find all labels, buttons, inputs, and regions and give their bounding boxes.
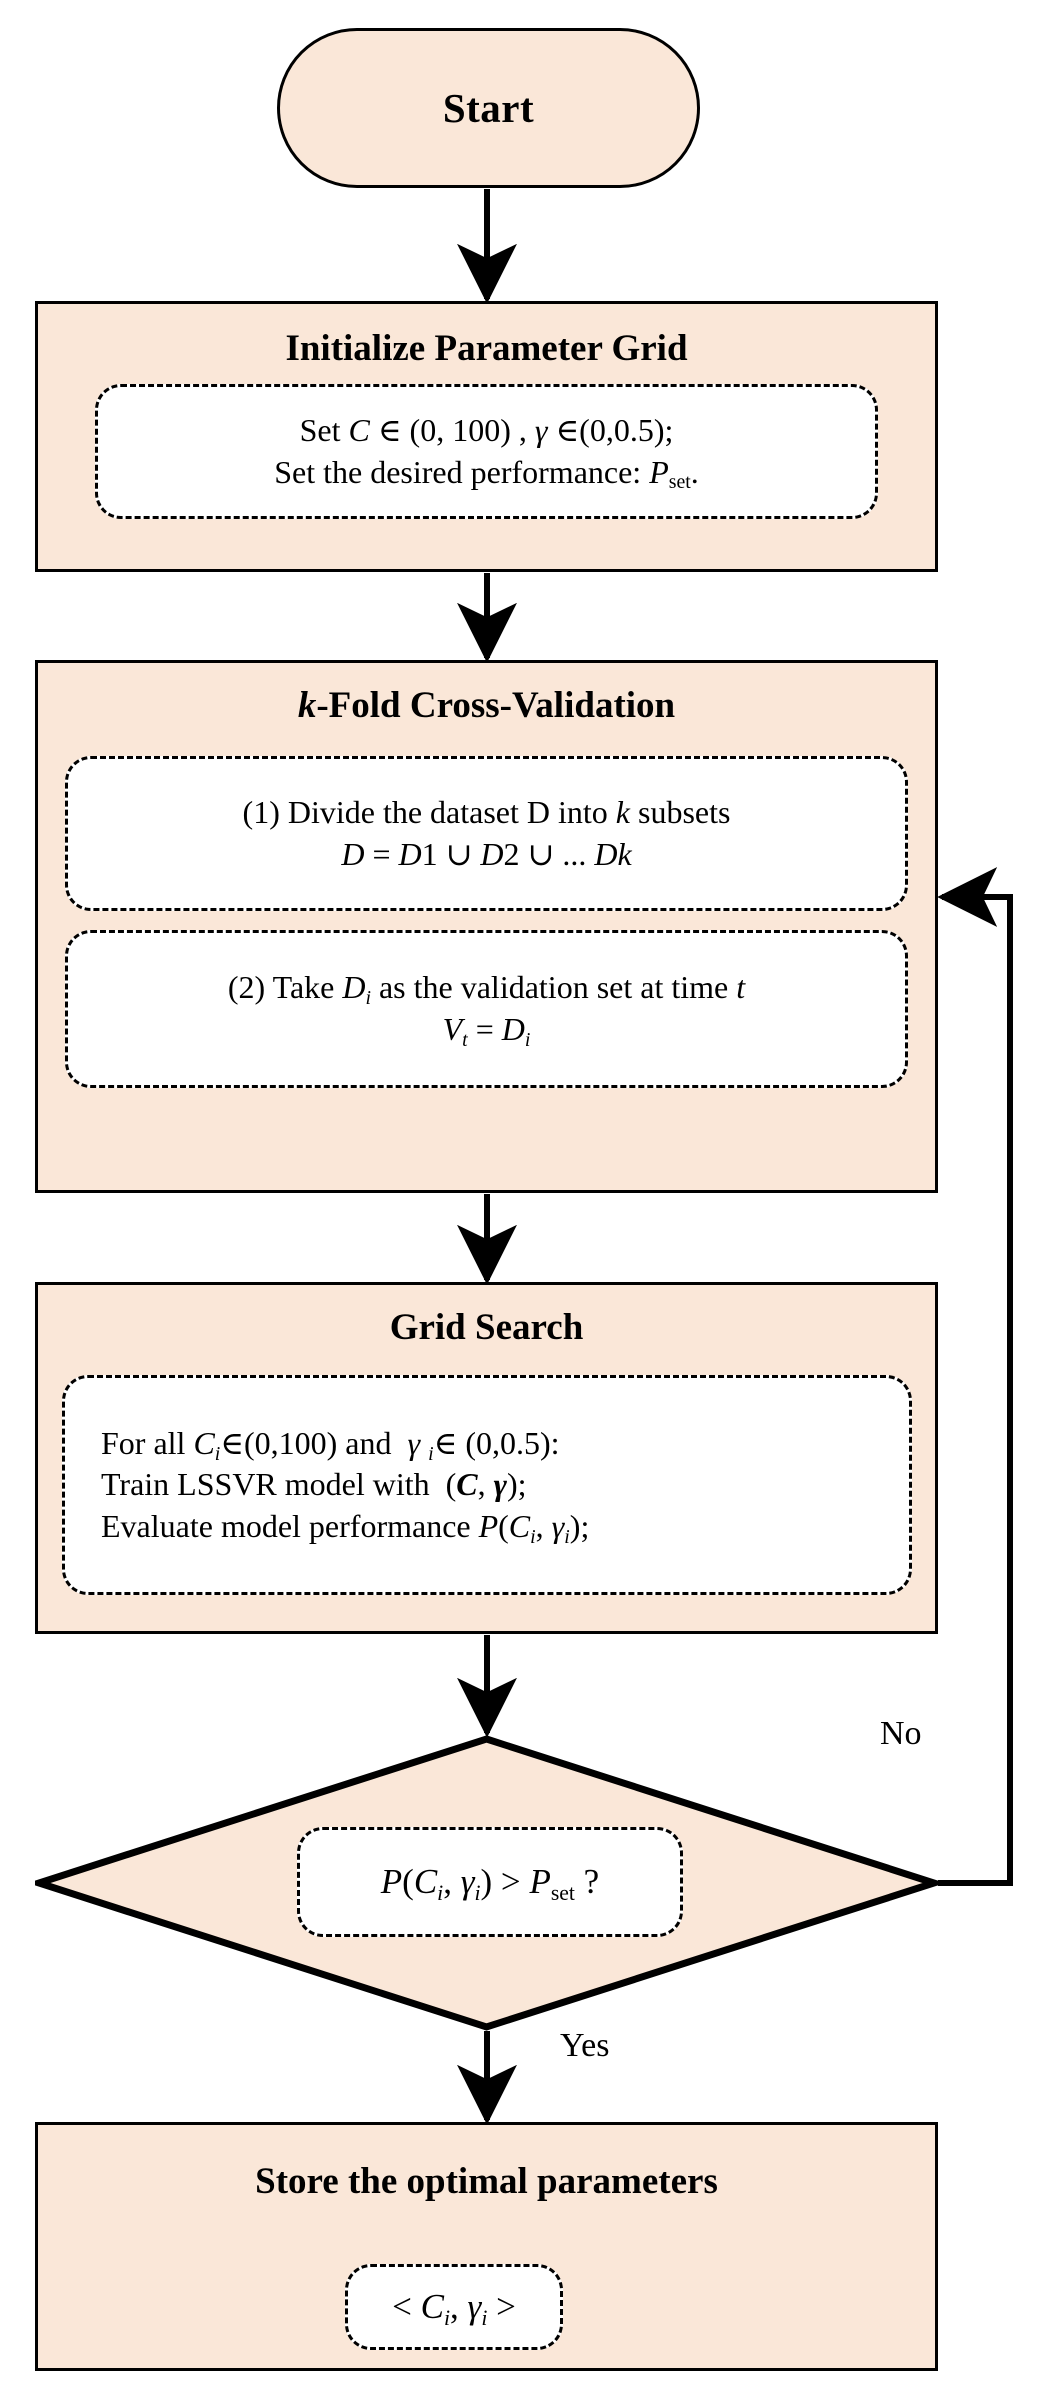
grid-search-line-2: Train LSSVR model with (C, γ); [101,1466,527,1503]
kfold-step2-line-1: (2) Take Di as the validation set at tim… [227,969,746,1010]
arrow-decision-no-feedback [937,867,1013,1886]
store-title: Store the optimal parameters [255,2161,718,2202]
kfold-title: k-Fold Cross-Validation [297,685,676,726]
start-label: Start [442,85,535,131]
kfold-step1-box: (1) Divide the dataset D into k subsets … [65,756,908,911]
grid-search-line-1: For all Ci∈(0,100) and γ i∈ (0,0.5): [101,1424,560,1465]
edge-label-yes: Yes [560,2027,610,2064]
edge-label-no: No [880,1715,922,1752]
node-start[interactable]: Start [277,28,700,188]
node-kfold-cross-validation[interactable]: k-Fold Cross-Validation [35,660,938,1193]
grid-search-detail-box: For all Ci∈(0,100) and γ i∈ (0,0.5): Tra… [62,1375,912,1595]
store-detail-box: < Ci, γi > [345,2264,563,2350]
kfold-step2-box: (2) Take Di as the validation set at tim… [65,930,908,1088]
initialize-title: Initialize Parameter Grid [285,328,688,369]
kfold-step2-line-2: Vt = Di [442,1011,531,1051]
initialize-line-1: Set C ∈ (0, 100) , γ ∈(0,0.5); [299,411,674,448]
kfold-step1-line-1: (1) Divide the dataset D into k subsets [242,793,731,830]
kfold-step1-line-2: D = D1 ∪ D2 ∪ ... Dk [341,835,632,872]
grid-search-line-3: Evaluate model performance P(Ci, γi); [101,1507,590,1548]
initialize-line-2: Set the desired performance: Pset. [274,453,699,494]
initialize-detail-box: Set C ∈ (0, 100) , γ ∈(0,0.5); Set the d… [95,384,878,519]
grid-search-title: Grid Search [389,1307,584,1348]
store-line-1: < Ci, γi > [392,2287,516,2330]
decision-condition: P(Ci, γi) > Pset ? [380,1862,600,1905]
decision-condition-box: P(Ci, γi) > Pset ? [297,1827,683,1937]
